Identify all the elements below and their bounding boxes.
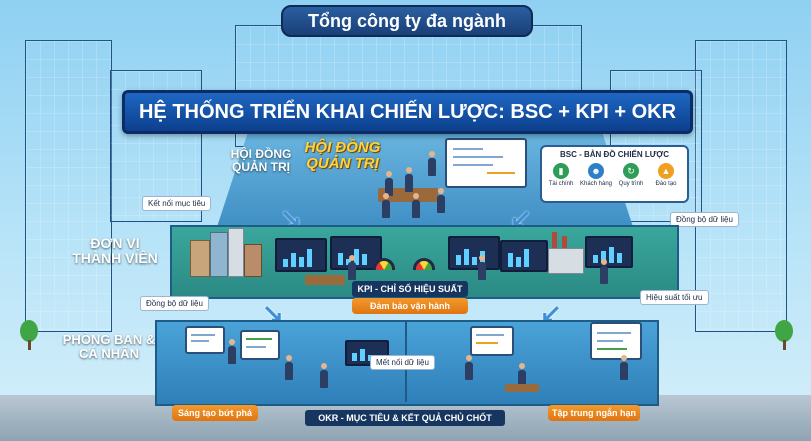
badge-dam-bao: Đảm bảo vận hành [352, 298, 468, 314]
right-tower [695, 40, 787, 332]
tree-trunk [28, 340, 31, 350]
person [320, 363, 328, 388]
person [285, 355, 293, 380]
arrow-down-icon: ↙ [540, 298, 562, 328]
bsc-item-training: ▲ Đào tạo [649, 163, 683, 187]
people-icon: ☻ [588, 163, 604, 179]
banner-title: HỆ THỐNG TRIỂN KHAI CHIẾN LƯỢC: BSC + KP… [138, 101, 677, 123]
bsc-item-finance: ▮ Tài chính [544, 163, 578, 187]
arrow-down-icon: ↘ [280, 203, 302, 233]
city-building [228, 228, 244, 277]
bsc-item-label: Khách hàng [579, 181, 613, 187]
tree-trunk [783, 340, 786, 350]
city-building [210, 232, 228, 277]
board-signage: HỘI ĐỒNG QUẢN TRỊ [304, 139, 381, 172]
desk [505, 384, 539, 392]
okr-label: OKR - MỤC TIÊU & KẾT QUẢ CHỦ CHỐT [305, 410, 505, 426]
company-title: Tổng công ty đa ngành [308, 11, 506, 31]
person [348, 255, 356, 280]
dashboard-screen [585, 236, 633, 268]
tree-icon [20, 320, 38, 342]
tree-icon [775, 320, 793, 342]
person [382, 193, 390, 218]
graduation-icon: ▲ [658, 163, 674, 179]
person [478, 255, 486, 280]
badge-tap-trung: Tập trung ngắn hạn [548, 405, 640, 421]
bsc-item-label: Đào tạo [655, 181, 677, 187]
bsc-item-label: Tài chính [548, 181, 574, 187]
badge-sang-tao: Sáng tạo bứt phá [172, 405, 258, 421]
whiteboard [590, 322, 642, 360]
factory-building [548, 248, 584, 274]
whiteboard [470, 326, 514, 356]
whiteboard [240, 330, 280, 360]
company-header: Tổng công ty đa ngành [281, 5, 533, 37]
person [465, 355, 473, 380]
gauge-icon [373, 258, 395, 270]
callout-hieu-suat: Hiệu suất tối ưu [640, 290, 709, 305]
person [405, 167, 413, 192]
person [412, 193, 420, 218]
city-building [190, 240, 210, 277]
cycle-icon: ↻ [623, 163, 639, 179]
person [620, 355, 628, 380]
person [600, 259, 608, 284]
gauge-icon [413, 258, 435, 270]
person [385, 171, 393, 196]
strategy-banner: HỆ THỐNG TRIỂN KHAI CHIẾN LƯỢC: BSC + KP… [122, 90, 693, 134]
level-label-department: PHÒNG BAN & CÁ NHÂN [62, 332, 156, 361]
level-label-member: ĐƠN VỊ THÀNH VIÊN [72, 235, 158, 266]
left-tower [25, 40, 112, 332]
city-building [244, 244, 262, 277]
dashboard-screen [448, 236, 500, 270]
callout-ket-noi: Kết nối mục tiêu [142, 196, 212, 211]
bsc-item-label: Quy trình [618, 181, 644, 187]
bsc-title: BSC - BẢN ĐỒ CHIẾN LƯỢC [559, 150, 669, 159]
arrow-down-icon: ↘ [262, 298, 284, 328]
dashboard-screen [500, 240, 548, 272]
kpi-label: KPI - CHỈ SỐ HIỆU SUẤT [352, 281, 468, 297]
meeting-table [378, 188, 438, 202]
bsc-strategy-map-card: BSC - BẢN ĐỒ CHIẾN LƯỢC ▮ Tài chính ☻ Kh… [540, 145, 689, 203]
person [437, 188, 445, 213]
level-label-board: HỘI ĐỒNG QUẢN TRỊ [230, 147, 292, 174]
person [228, 339, 236, 364]
callout-dong-bo-right: Đồng bộ dữ liệu [670, 212, 739, 227]
callout-met-noi: Mết nối dữ liệu [370, 355, 435, 370]
chart-icon: ▮ [553, 163, 569, 179]
dashboard-screen [275, 238, 327, 272]
person [518, 363, 526, 388]
factory-chimney [562, 236, 567, 248]
factory-chimney [552, 232, 557, 248]
arrow-down-icon: ↙ [510, 203, 532, 233]
desk [305, 275, 345, 285]
strategy-board [445, 138, 527, 188]
whiteboard [185, 326, 225, 354]
person [428, 151, 436, 176]
bsc-item-customer: ☻ Khách hàng [579, 163, 613, 187]
bsc-item-process: ↻ Quy trình [614, 163, 648, 187]
callout-dong-bo-left: Đồng bộ dữ liệu [140, 296, 209, 311]
